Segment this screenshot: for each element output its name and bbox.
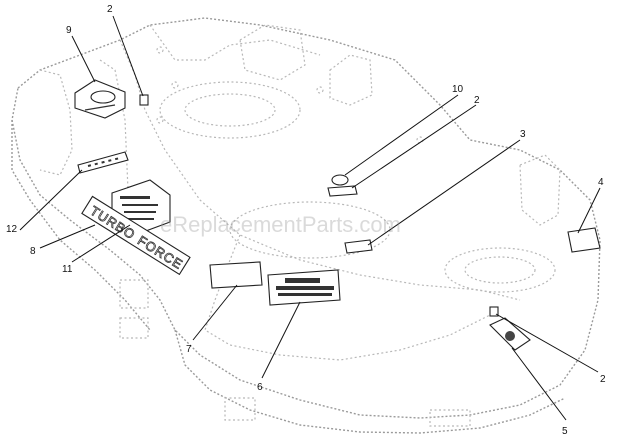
watermark: eReplacementParts.com (160, 212, 401, 237)
decal-4 (567, 227, 601, 253)
callout-12: 12 (6, 224, 18, 235)
decal-10 (331, 174, 349, 186)
decal-3 (344, 239, 373, 254)
leader-lines (19, 15, 601, 421)
callout-2-top: 2 (107, 4, 113, 15)
callout-2-mid: 2 (474, 95, 480, 106)
callout-6: 6 (257, 382, 263, 393)
callout-10: 10 (452, 84, 464, 95)
decal-7 (209, 261, 263, 289)
callout-labels: 9 2 10 2 3 4 12 8 11 7 6 2 5 (6, 4, 606, 437)
decal-2-middle (327, 185, 358, 197)
decal-2-top (139, 94, 149, 106)
decal-12 (77, 151, 129, 174)
callout-2-lower: 2 (600, 374, 606, 385)
callout-5: 5 (562, 426, 568, 437)
callout-3: 3 (520, 129, 526, 140)
callout-7: 7 (186, 344, 192, 355)
callout-4: 4 (598, 177, 604, 188)
callout-9: 9 (66, 25, 72, 36)
decal-5 (489, 317, 531, 351)
callout-11: 11 (62, 264, 73, 275)
callout-8: 8 (30, 246, 36, 257)
decal-9 (74, 79, 126, 119)
decal-6 (267, 269, 341, 306)
decal-2-lower (489, 306, 499, 317)
